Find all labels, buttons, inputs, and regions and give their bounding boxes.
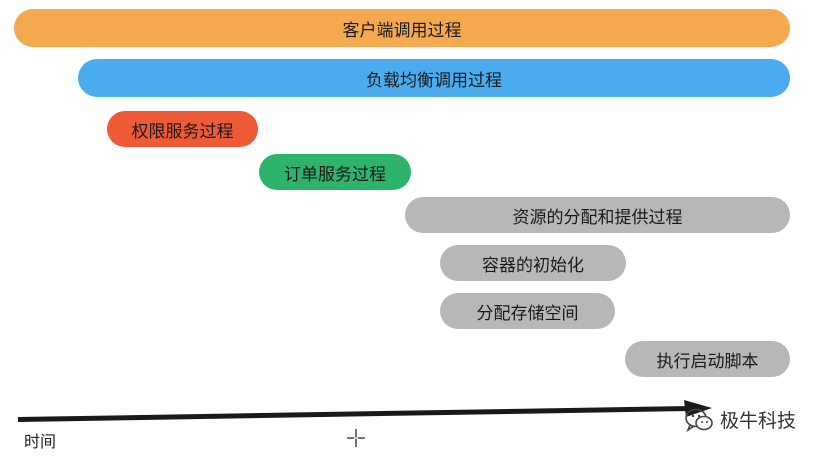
bar-client-call-process: 客户端调用过程 [14,9,790,47]
bar-auth-label: 权限服务过程 [131,121,234,142]
bar-storage-allocation: 分配存储空间 [440,293,615,329]
bar-order-service-process: 订单服务过程 [259,154,411,190]
bar-order-label: 订单服务过程 [284,164,386,185]
wechat-icon [685,408,713,432]
watermark: 极牛科技 [684,406,796,433]
bar-container-label: 容器的初始化 [482,255,584,276]
bar-container-init: 容器的初始化 [440,245,626,281]
time-axis-label: 时间 [24,432,57,451]
bar-auth-service-process: 权限服务过程 [107,111,258,147]
watermark-text: 极牛科技 [719,410,796,432]
bar-resource-allocation-process: 资源的分配和提供过程 [405,197,790,233]
bar-resource-label: 资源的分配和提供过程 [512,207,683,228]
bar-startup-script: 执行启动脚本 [625,341,790,377]
bar-storage-label: 分配存储空间 [476,303,579,324]
crosshair-cursor-icon [347,429,365,447]
bar-load-balancing-process: 负载均衡调用过程 [78,59,790,97]
bar-script-label: 执行启动脚本 [656,351,759,372]
bar-lb-label: 负载均衡调用过程 [366,70,502,91]
timeline-arrow-shaft [18,406,690,422]
bar-client-label: 客户端调用过程 [342,20,462,41]
